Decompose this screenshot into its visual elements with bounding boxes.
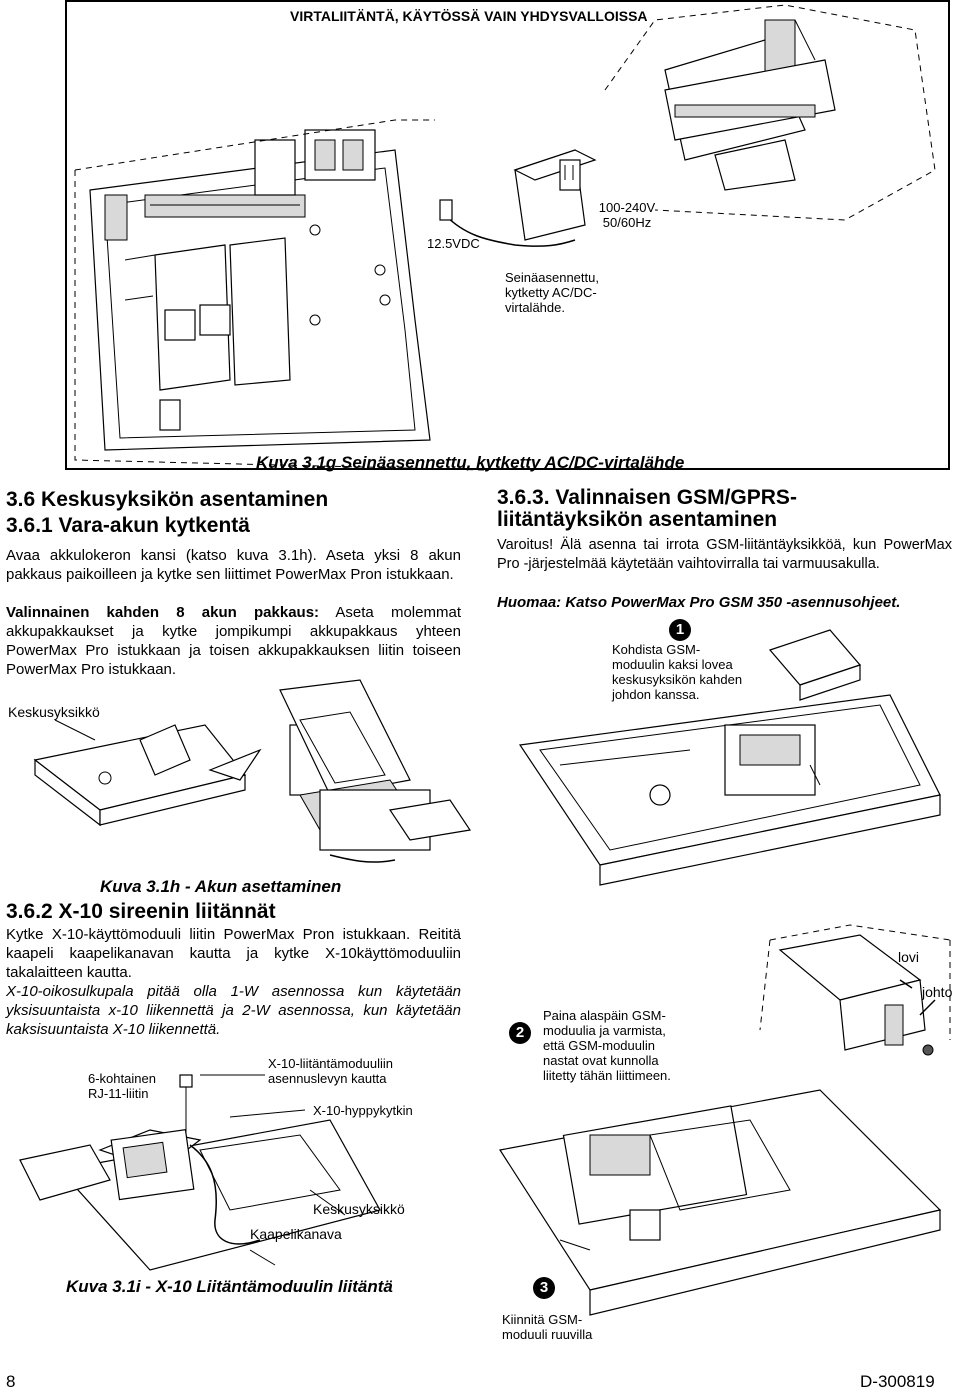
section-title-3-6-1: 3.6.1 Vara-akun kytkentä [6,514,250,537]
battery-illustration [33,679,472,863]
label-x10-module-line2: asennuslevyn kautta [268,1071,387,1086]
section-title-3-6-2: 3.6.2 X-10 sireenin liitännät [6,900,276,923]
warning-text: Varoitus! Älä asenna tai irrota GSM-liit… [497,536,952,574]
label-rj11-line2: RJ-11-liitin [88,1086,149,1101]
label-keskusyksikko-2: Keskusyksikkö [313,1201,405,1217]
x10-illustration [19,1074,381,1271]
step-1-line4: johdon kanssa. [612,687,700,702]
figure-caption-3-1h: Kuva 3.1h - Akun asettaminen [100,877,342,896]
top-figure-frame [65,0,950,470]
label-ac-line2: 50/60Hz [602,215,652,230]
doc-id: D-300819 [860,1372,935,1391]
wall-mount-illustration [74,4,936,471]
step-1-badge: 1 [669,619,691,641]
paragraph-battery-2-body: Aseta molemmat akkupakkaukset ja kytke j… [6,604,461,678]
label-johto: johto [922,984,953,1000]
warning-body: Varoitus! Älä asenna tai irrota GSM-liit… [497,537,952,572]
label-rj11-line1: 6-kohtainen [88,1071,156,1086]
label-ac-input: 100-240V 50/60Hz [592,200,662,230]
step-3-line1: Kiinnitä GSM- [502,1312,583,1327]
step-3-text: Kiinnitä GSM- moduuli ruuvilla [502,1312,592,1342]
paragraph-battery-2: Valinnainen kahden 8 akun pakkaus: Aseta… [6,603,461,679]
figure-caption-3-1g: Kuva 3.1g Seinäasennettu, kytketty AC/DC… [256,453,685,472]
label-x10-module: X-10-liitäntämoduuliin asennuslevyn kaut… [268,1056,393,1086]
label-adapter-line2: kytketty AC/DC- [505,285,597,300]
step-1-text: Kohdista GSM- moduulin kaksi lovea kesku… [612,642,742,702]
step-3-line2: moduuli ruuvilla [502,1327,593,1342]
figure-caption-3-1i: Kuva 3.1i - X-10 Liitäntämoduulin liitän… [66,1277,393,1296]
page-number: 8 [6,1372,16,1391]
section-title-3-6-3-line1: 3.6.3. Valinnaisen GSM/GPRS- [497,486,797,509]
label-ac-line1: 100-240V [598,200,656,215]
step-2-line2: moduulia ja varmista, [543,1023,666,1038]
label-adapter: Seinäasennettu, kytketty AC/DC- virtaläh… [505,270,599,315]
label-keskusyksikko-1: Keskusyksikkö [8,704,100,720]
step-2-badge: 2 [509,1022,531,1044]
label-x10-jumper: X-10-hyppykytkin [313,1103,413,1118]
step-2-line3: että GSM-moduulin [543,1038,655,1053]
step-2-text: Paina alaspäin GSM- moduulia ja varmista… [543,1008,671,1083]
step-2-line5: liitetty tähän liittimeen. [543,1068,671,1083]
step-1-line2: moduulin kaksi lovea [612,657,733,672]
paragraph-x10-1: Kytke X-10-käyttömoduuli liitin PowerMax… [6,926,461,981]
step-1-line3: keskusyksikön kahden [612,672,743,687]
label-x10-module-line1: X-10-liitäntämoduuliin [268,1056,394,1071]
paragraph-battery-2-lead: Valinnainen kahden 8 akun pakkaus: [6,604,320,621]
note-text: Huomaa: Katso PowerMax Pro GSM 350 -asen… [497,594,901,611]
section-title-3-6-3: 3.6.3. Valinnaisen GSM/GPRS- liitäntäyks… [497,487,797,531]
paragraph-x10-2: X-10-oikosulkupala pitää olla 1-W asenno… [6,983,461,1038]
label-rj11: 6-kohtainen RJ-11-liitin [88,1071,156,1101]
section-title-3-6-3-line2: liitäntäyksikön asentaminen [497,508,778,531]
label-adapter-line1: Seinäasennettu, [505,270,599,285]
label-adapter-line3: virtalähde. [505,300,565,315]
label-12v: 12.5VDC [427,236,480,251]
label-kaapelikanava: Kaapelikanava [250,1226,342,1242]
gsm-step1-illustration [518,629,941,886]
step-2-line4: nastat ovat kunnolla [543,1053,659,1068]
gsm-step2-3-illustration [499,924,951,1316]
paragraph-battery-1: Avaa akkulokeron kansi (katso kuva 3.1h)… [6,547,461,583]
step-3-badge: 3 [533,1277,555,1299]
step-2-line1: Paina alaspäin GSM- [543,1008,666,1023]
figure-header: VIRTALIITÄNTÄ, KÄYTÖSSÄ VAIN YHDYSVALLOI… [290,8,648,24]
label-lovi: lovi [898,949,920,965]
section-title-3-6: 3.6 Keskusyksikön asentaminen [6,488,329,511]
step-1-line1: Kohdista GSM- [612,642,701,657]
